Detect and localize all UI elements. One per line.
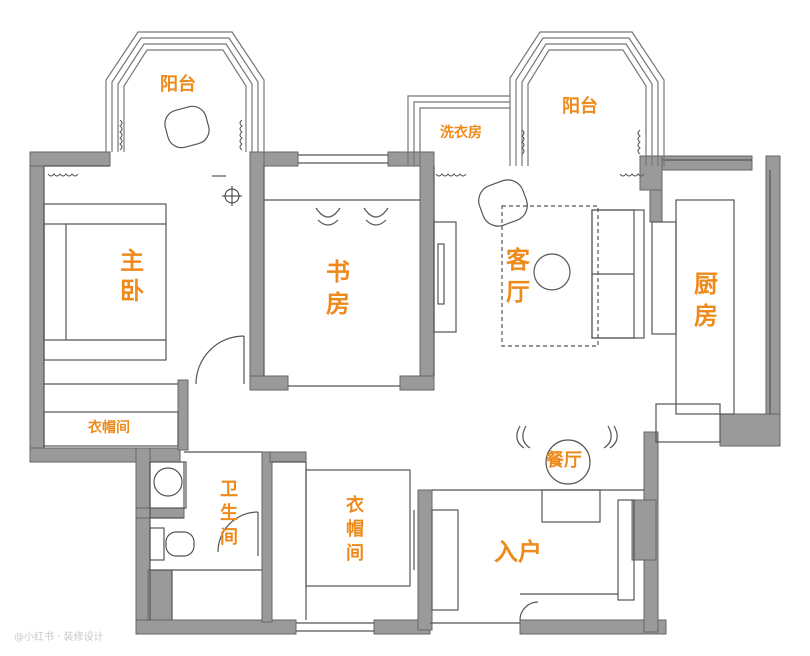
label-master-bedroom-1: 主 [120,247,144,275]
watermark: @小红书 · 装修设计 [14,632,104,643]
dining-chair-2 [603,425,618,449]
label-kitchen-1: 厨 [694,270,718,298]
label-kitchen: 厨 房 [694,268,718,332]
label-living-room: 客 厅 [506,244,530,308]
corridor-closet [305,469,411,587]
label-balcony-right: 阳台 [562,96,598,117]
furniture [43,105,735,611]
label-study-1: 书 [326,258,350,286]
label-entrance: 入户 [494,538,542,566]
balcony-left-outline [105,31,265,152]
label-master-bedroom: 主 卧 [120,246,144,306]
exterior-walls [29,151,781,635]
balcony-right-outline [407,31,665,166]
ceiling-lamp-icon [212,175,242,206]
chair-left-balcony [164,105,210,149]
label-living-room-1: 客 [506,246,530,274]
label-closet-bedroom: 衣帽间 [88,420,130,436]
label-laundry: 洗衣房 [440,125,482,141]
label-kitchen-2: 房 [694,302,718,330]
toilet [165,531,195,557]
tv-stand [433,221,457,333]
rug [501,205,599,347]
label-study-2: 房 [326,290,350,318]
label-closet-corridor-2: 帽 [346,519,364,540]
label-closet-corridor: 衣 帽 间 [346,494,364,566]
label-bathroom-3: 间 [220,527,238,548]
living-chair [478,179,528,227]
bed [43,203,167,361]
study-chair-2 [363,207,389,226]
study-chair-1 [315,207,341,226]
entrance-console [541,489,601,523]
dining-table [545,439,591,485]
label-bathroom-1: 卫 [220,479,238,500]
label-study: 书 房 [326,256,350,320]
dining-chair-1 [516,425,531,449]
label-dining: 餐厅 [546,450,582,471]
basin [153,467,183,497]
coffee-table [533,253,571,291]
label-bathroom-2: 生 [220,503,238,524]
label-bathroom: 卫 生 间 [220,478,238,550]
label-living-room-2: 厅 [506,278,530,306]
wardrobe-bedroom [43,411,179,447]
label-master-bedroom-2: 卧 [120,277,144,305]
label-balcony-left: 阳台 [160,74,196,95]
label-closet-corridor-3: 间 [346,543,364,564]
label-closet-corridor-1: 衣 [346,495,364,516]
curtains [47,119,645,177]
